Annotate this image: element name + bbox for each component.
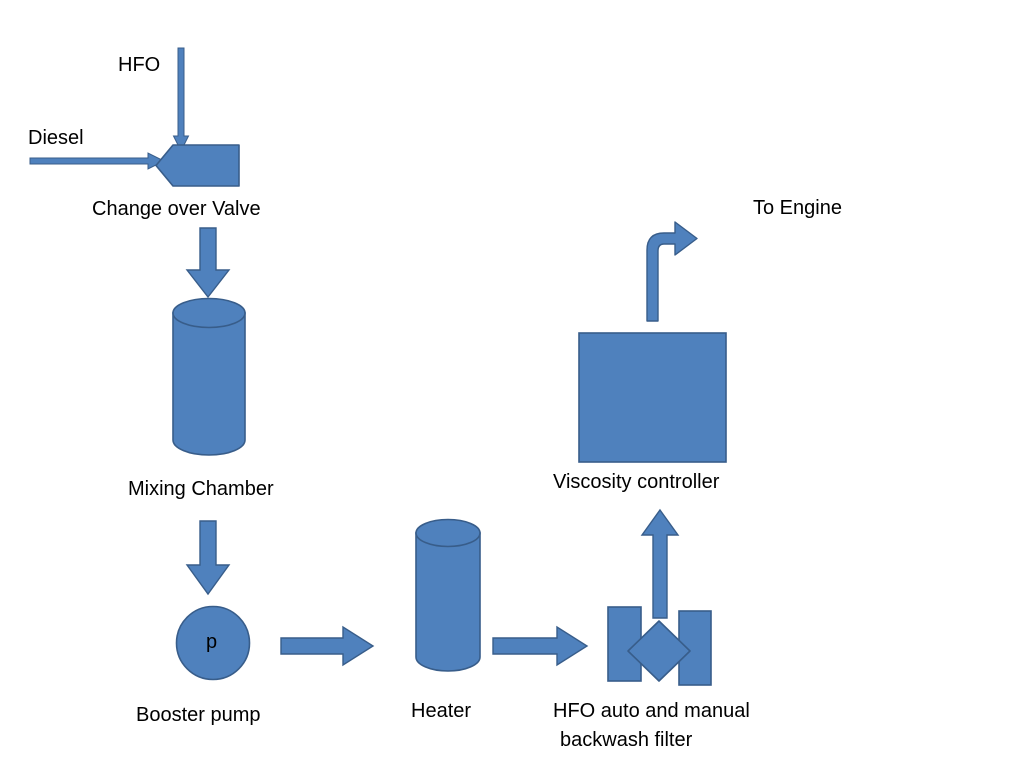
label-change-over-valve: Change over Valve xyxy=(92,198,261,220)
viscosity-to-engine-arrow xyxy=(642,220,700,322)
heater-shape[interactable] xyxy=(415,518,481,672)
viscosity-controller-shape[interactable] xyxy=(578,332,728,464)
label-hfo-filter-line2: backwash filter xyxy=(560,729,693,751)
pump-to-heater-arrow xyxy=(280,625,375,667)
label-diesel-inlet: Diesel xyxy=(28,127,84,149)
change-over-valve-shape[interactable] xyxy=(155,144,241,188)
label-viscosity-controller: Viscosity controller xyxy=(553,471,720,493)
valve-to-mixer-arrow xyxy=(185,227,231,299)
diesel-feed-arrow xyxy=(29,152,166,170)
label-pump-symbol: p xyxy=(206,631,218,653)
label-hfo-filter-line1: HFO auto and manual xyxy=(553,700,750,722)
label-hfo-inlet: HFO xyxy=(118,54,161,76)
label-mixing-chamber: Mixing Chamber xyxy=(128,478,274,500)
mixing-chamber-shape[interactable] xyxy=(172,297,246,456)
mixer-to-pump-arrow xyxy=(185,520,231,596)
heater-to-filter-arrow xyxy=(492,625,589,667)
filter-to-viscosity-arrow xyxy=(640,508,680,619)
booster-pump-shape[interactable] xyxy=(175,605,251,681)
label-heater: Heater xyxy=(411,700,472,722)
filter-diamond[interactable] xyxy=(627,620,691,682)
hfo-feed-arrow xyxy=(172,47,190,153)
label-booster-pump: Booster pump xyxy=(136,704,261,726)
label-to-engine: To Engine xyxy=(753,197,842,219)
